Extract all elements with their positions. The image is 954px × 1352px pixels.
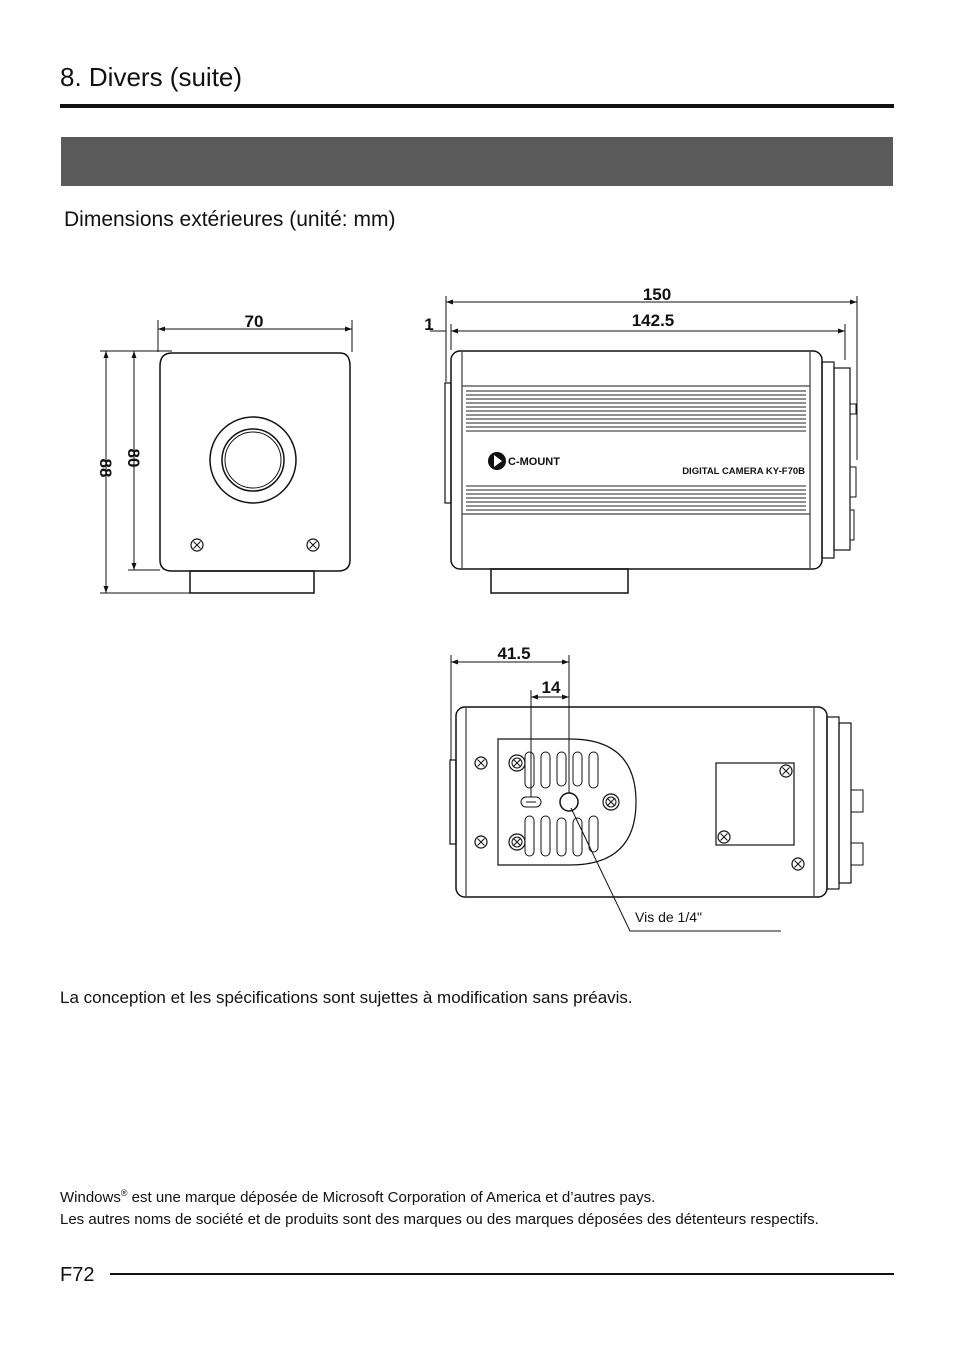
trademark-line-1: Windows® est une marque déposée de Micro… xyxy=(60,1182,890,1209)
bottom-view xyxy=(449,706,864,898)
side-rear-cap xyxy=(833,367,851,551)
side-rear-plate xyxy=(821,361,835,559)
front-dimensions xyxy=(100,320,353,594)
trademark-line-2: Les autres noms de société et de produit… xyxy=(60,1211,819,1228)
front-lens-inner xyxy=(221,428,285,492)
plate-slot xyxy=(556,751,567,787)
dim-width-label: 70 xyxy=(245,312,264,331)
plate-slot xyxy=(588,751,599,789)
front-body-outline xyxy=(159,352,351,572)
section-title: 8. Divers (suite) xyxy=(60,62,243,92)
screw-callout-label: Vis de 1/4" xyxy=(635,909,702,925)
dim-body-length-label: 142.5 xyxy=(632,311,675,330)
screw-icon xyxy=(717,830,731,844)
front-base xyxy=(189,570,315,594)
front-lens-core xyxy=(224,431,282,489)
screw-icon xyxy=(791,857,805,871)
trademark-notice: Windows® est une marque déposée de Micro… xyxy=(60,1182,890,1231)
dim-screw-offset-label: 41.5 xyxy=(497,644,530,663)
side-label-panel xyxy=(461,385,811,515)
front-view xyxy=(159,352,351,594)
plate-slot xyxy=(540,815,551,857)
footer-rule xyxy=(110,1273,894,1275)
plate-slot xyxy=(524,751,535,789)
bottom-plate-slots xyxy=(524,751,599,857)
side-base xyxy=(490,568,629,594)
dim-height-body-label: 80 xyxy=(124,449,143,468)
bottom-lens-stub xyxy=(449,759,457,845)
trademark-brand: Windows xyxy=(60,1189,121,1206)
callout-leader xyxy=(570,807,781,932)
bottom-dimensions xyxy=(450,655,781,932)
plate-slot xyxy=(572,817,583,857)
side-view xyxy=(444,350,857,594)
section-band xyxy=(61,137,893,186)
screw-icon xyxy=(508,754,526,772)
header-rule xyxy=(60,104,894,108)
side-dimensions xyxy=(430,296,858,460)
notice-text: La conception et les spécifications sont… xyxy=(60,988,633,1007)
screw-icon xyxy=(779,764,793,778)
trademark-line-1-rest: est une marque déposée de Microsoft Corp… xyxy=(127,1189,656,1206)
bottom-body-outline xyxy=(455,706,828,898)
plate-slot xyxy=(524,815,535,857)
dim-hole-offset-label: 14 xyxy=(542,678,561,697)
dim-offset-label: 1 xyxy=(424,315,433,334)
front-screw-left-icon xyxy=(190,538,204,552)
dim-total-length-label: 150 xyxy=(643,285,671,304)
screw-icon xyxy=(474,756,488,770)
side-lens-stub xyxy=(444,382,452,504)
screw-icon xyxy=(508,833,526,851)
bottom-mount-plate xyxy=(497,738,637,866)
c-mount-logo-icon xyxy=(488,452,506,470)
plate-slot xyxy=(556,817,567,857)
bottom-screws xyxy=(474,754,805,871)
drawing-subtitle: Dimensions extérieures (unité: mm) xyxy=(64,208,396,231)
bottom-tripod-hole xyxy=(520,792,579,812)
dim-height-outer-label: 88 xyxy=(96,459,115,478)
side-body-outline xyxy=(450,350,823,570)
registered-mark: ® xyxy=(120,1188,128,1198)
screw-icon xyxy=(474,835,488,849)
mount-label: C-MOUNT xyxy=(508,456,560,468)
front-screw-right-icon xyxy=(306,538,320,552)
bottom-access-panel xyxy=(715,762,795,846)
plate-slot xyxy=(540,751,551,789)
side-vent-grille xyxy=(466,390,806,511)
model-label: DIGITAL CAMERA KY-F70B xyxy=(682,466,805,477)
plate-slot xyxy=(572,751,583,787)
plate-slot xyxy=(588,815,599,853)
screw-icon xyxy=(602,793,620,811)
page-number: F72 xyxy=(60,1264,95,1286)
front-lens-outer xyxy=(209,416,297,504)
